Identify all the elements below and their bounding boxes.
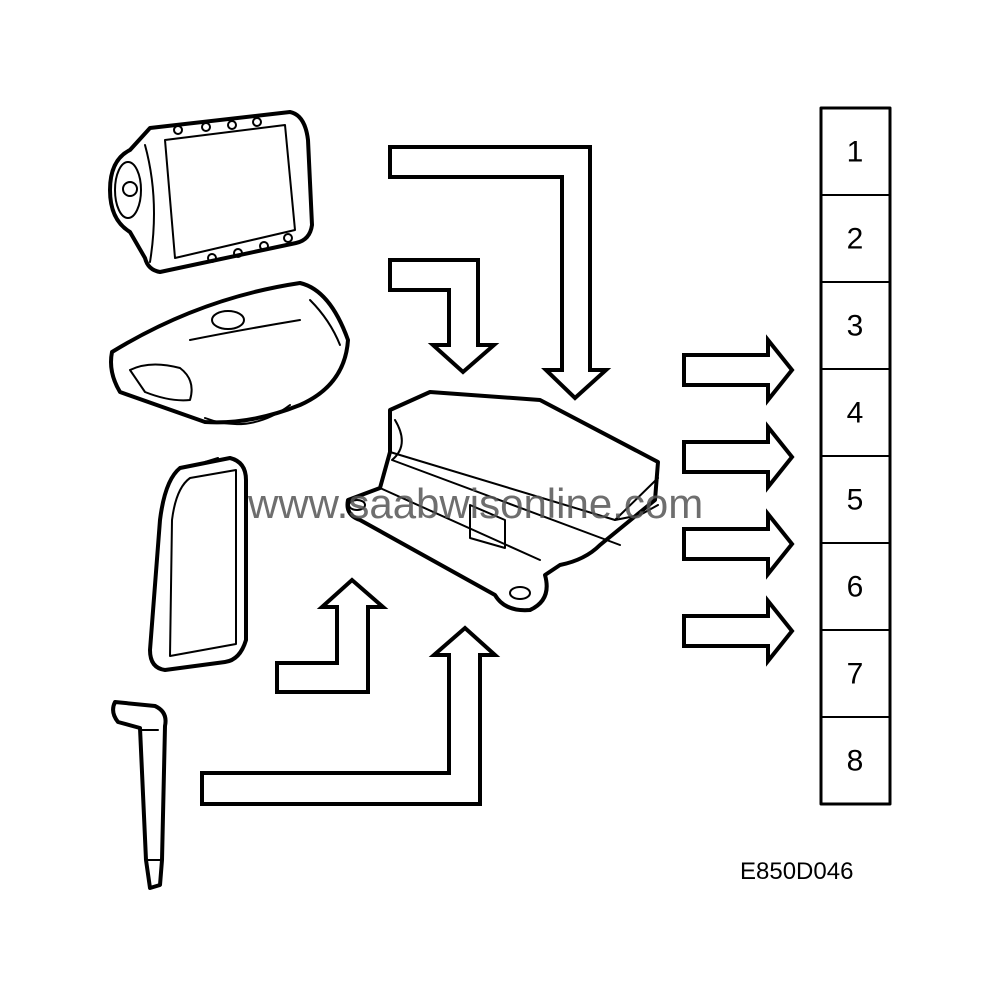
output-arrow-2-icon [682, 421, 795, 493]
output-arrow-1-icon [682, 334, 795, 406]
input-arrow-4-icon [200, 625, 501, 806]
slot-label-5: 5 [847, 484, 864, 517]
watermark-text: www.saabwisonline.com [247, 480, 703, 527]
belt-tensioner-icon [111, 700, 168, 890]
slot-label-6: 6 [847, 571, 864, 604]
input-arrow-2-icon [388, 258, 500, 375]
output-slots-column: 1 2 3 4 5 6 7 8 [819, 106, 892, 806]
input-arrow-1-icon [388, 145, 612, 401]
side-airbag-module-icon [108, 110, 314, 274]
input-arrow-3-icon [275, 577, 389, 694]
slot-label-4: 4 [847, 397, 864, 430]
slot-label-1: 1 [847, 136, 864, 169]
slot-label-3: 3 [847, 310, 864, 343]
output-arrow-4-icon [682, 595, 795, 667]
slot-label-7: 7 [847, 658, 864, 691]
output-arrow-3-icon [682, 508, 795, 580]
side-curtain-airbag-icon [148, 456, 248, 672]
slot-label-8: 8 [847, 745, 864, 778]
figure-code: E850D046 [740, 858, 854, 885]
steering-wheel-airbag-icon [109, 281, 350, 426]
airbag-control-module-icon [345, 390, 660, 613]
slot-label-2: 2 [847, 223, 864, 256]
